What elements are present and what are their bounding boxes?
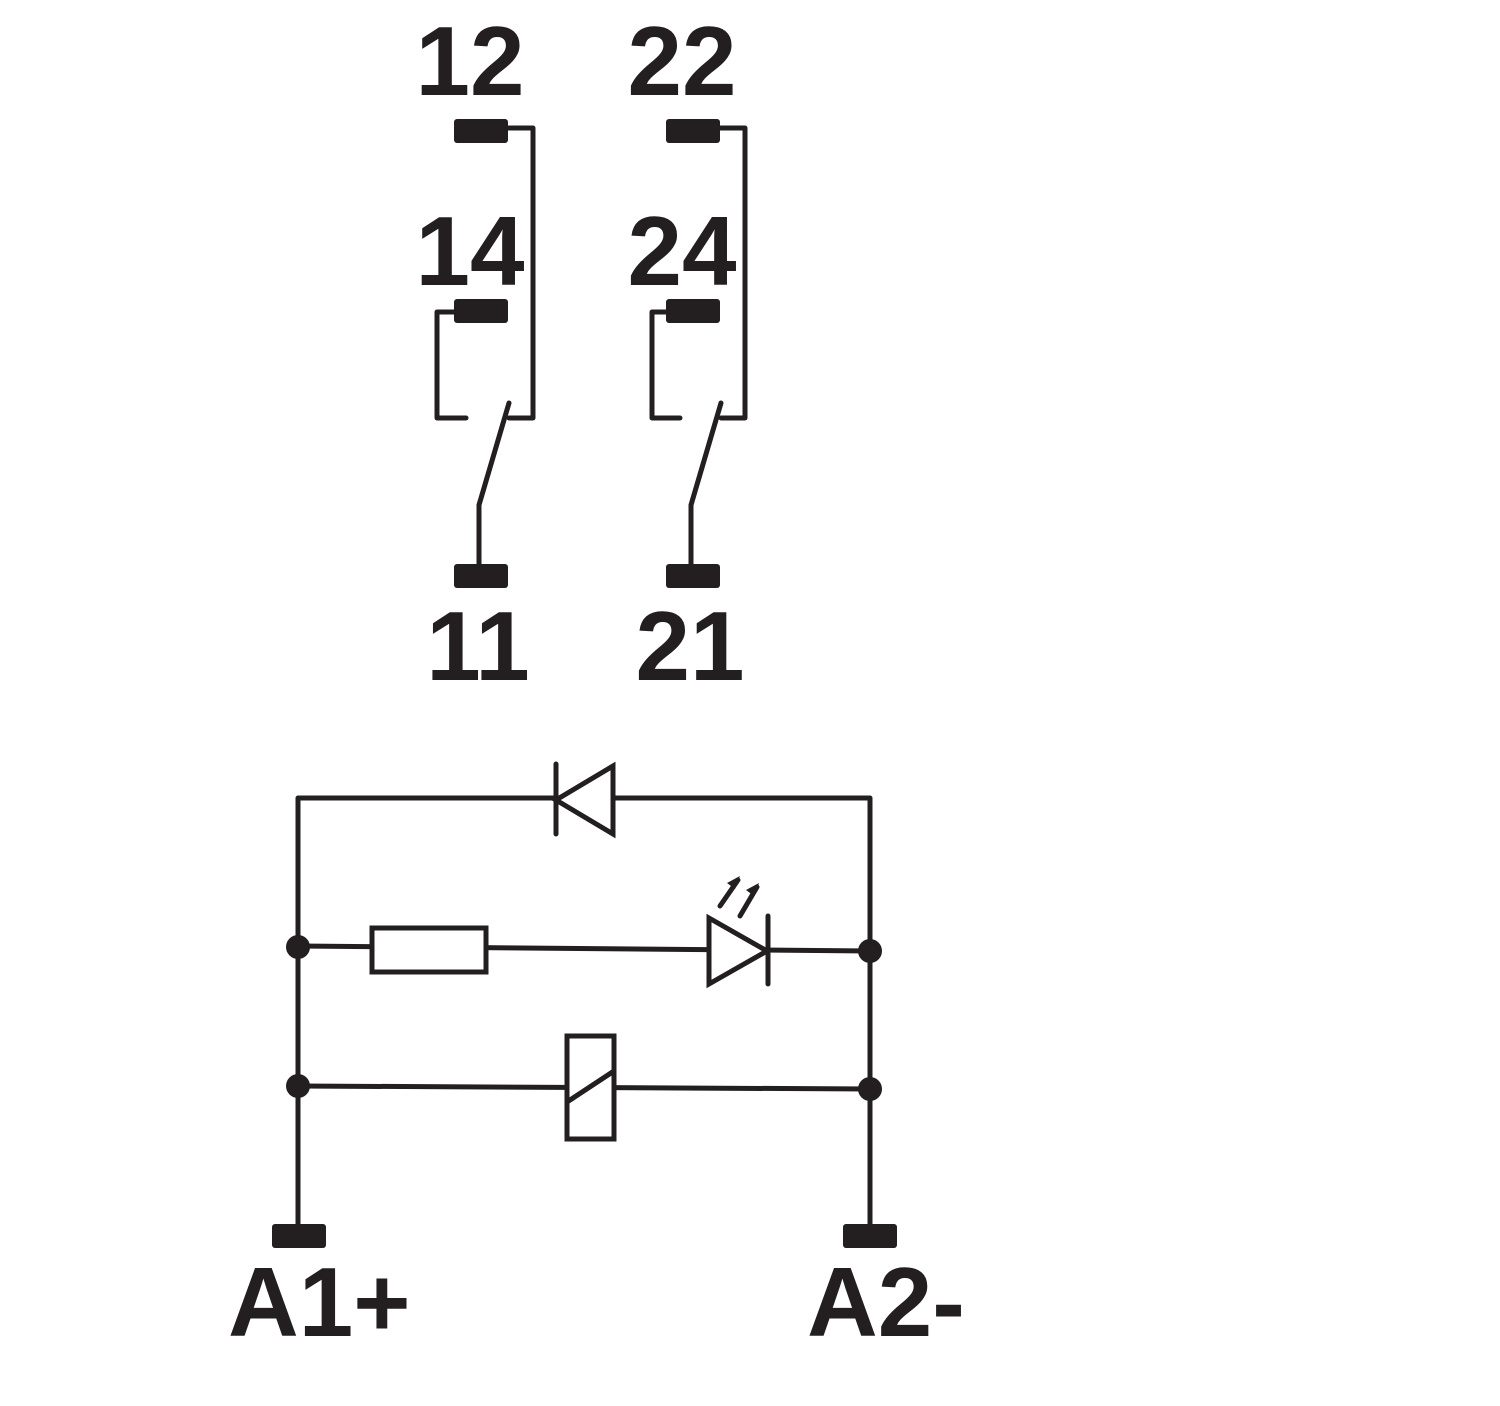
freewheeling-diode bbox=[551, 761, 616, 839]
relay-coil bbox=[564, 1033, 617, 1142]
nc-contact-wire-1 bbox=[505, 125, 536, 421]
terminal-label-24: 24 bbox=[627, 196, 736, 306]
terminal-pin-a2 bbox=[843, 1224, 897, 1248]
coil-diagonal bbox=[564, 1068, 617, 1105]
light-arrowhead-2 bbox=[746, 883, 759, 896]
terminal-label-12: 12 bbox=[415, 6, 524, 116]
terminal-label-14: 14 bbox=[415, 196, 524, 306]
terminal-label-21: 21 bbox=[635, 591, 744, 701]
coil-body bbox=[564, 1033, 617, 1142]
switch-blade-1 bbox=[476, 400, 512, 571]
no-contact-wire-1 bbox=[434, 309, 469, 421]
diode-triangle bbox=[551, 761, 616, 839]
terminal-pin-22 bbox=[666, 119, 720, 143]
junction-dot bbox=[858, 1077, 882, 1101]
terminal-label-11: 11 bbox=[426, 591, 530, 701]
terminal-label-a1-plus: A1+ bbox=[228, 1247, 411, 1357]
supply-rails bbox=[295, 795, 873, 1235]
terminal-pin-11 bbox=[454, 564, 508, 588]
terminal-pin-24 bbox=[666, 299, 720, 323]
junction-dot bbox=[286, 935, 310, 959]
junction-dot bbox=[858, 939, 882, 963]
terminal-label-22: 22 bbox=[627, 6, 736, 116]
changeover-contact-1: 12 14 11 bbox=[415, 6, 536, 701]
switch-blade-2 bbox=[688, 400, 724, 571]
led-indicator bbox=[706, 876, 773, 989]
terminal-label-a2-minus: A2- bbox=[807, 1247, 965, 1357]
terminal-pin-21 bbox=[666, 564, 720, 588]
terminal-pin-12 bbox=[454, 119, 508, 143]
coil-circuit: A1+ A2- bbox=[228, 761, 965, 1357]
resistor bbox=[369, 925, 489, 975]
terminal-pin-14 bbox=[454, 299, 508, 323]
junction-dot bbox=[286, 1074, 310, 1098]
light-arrowhead-1 bbox=[727, 876, 740, 889]
led-triangle bbox=[706, 913, 773, 989]
terminal-pin-a1 bbox=[272, 1224, 326, 1248]
no-contact-wire-2 bbox=[649, 309, 683, 421]
nc-contact-wire-2 bbox=[717, 125, 748, 421]
changeover-contact-2: 22 24 21 bbox=[627, 6, 748, 701]
